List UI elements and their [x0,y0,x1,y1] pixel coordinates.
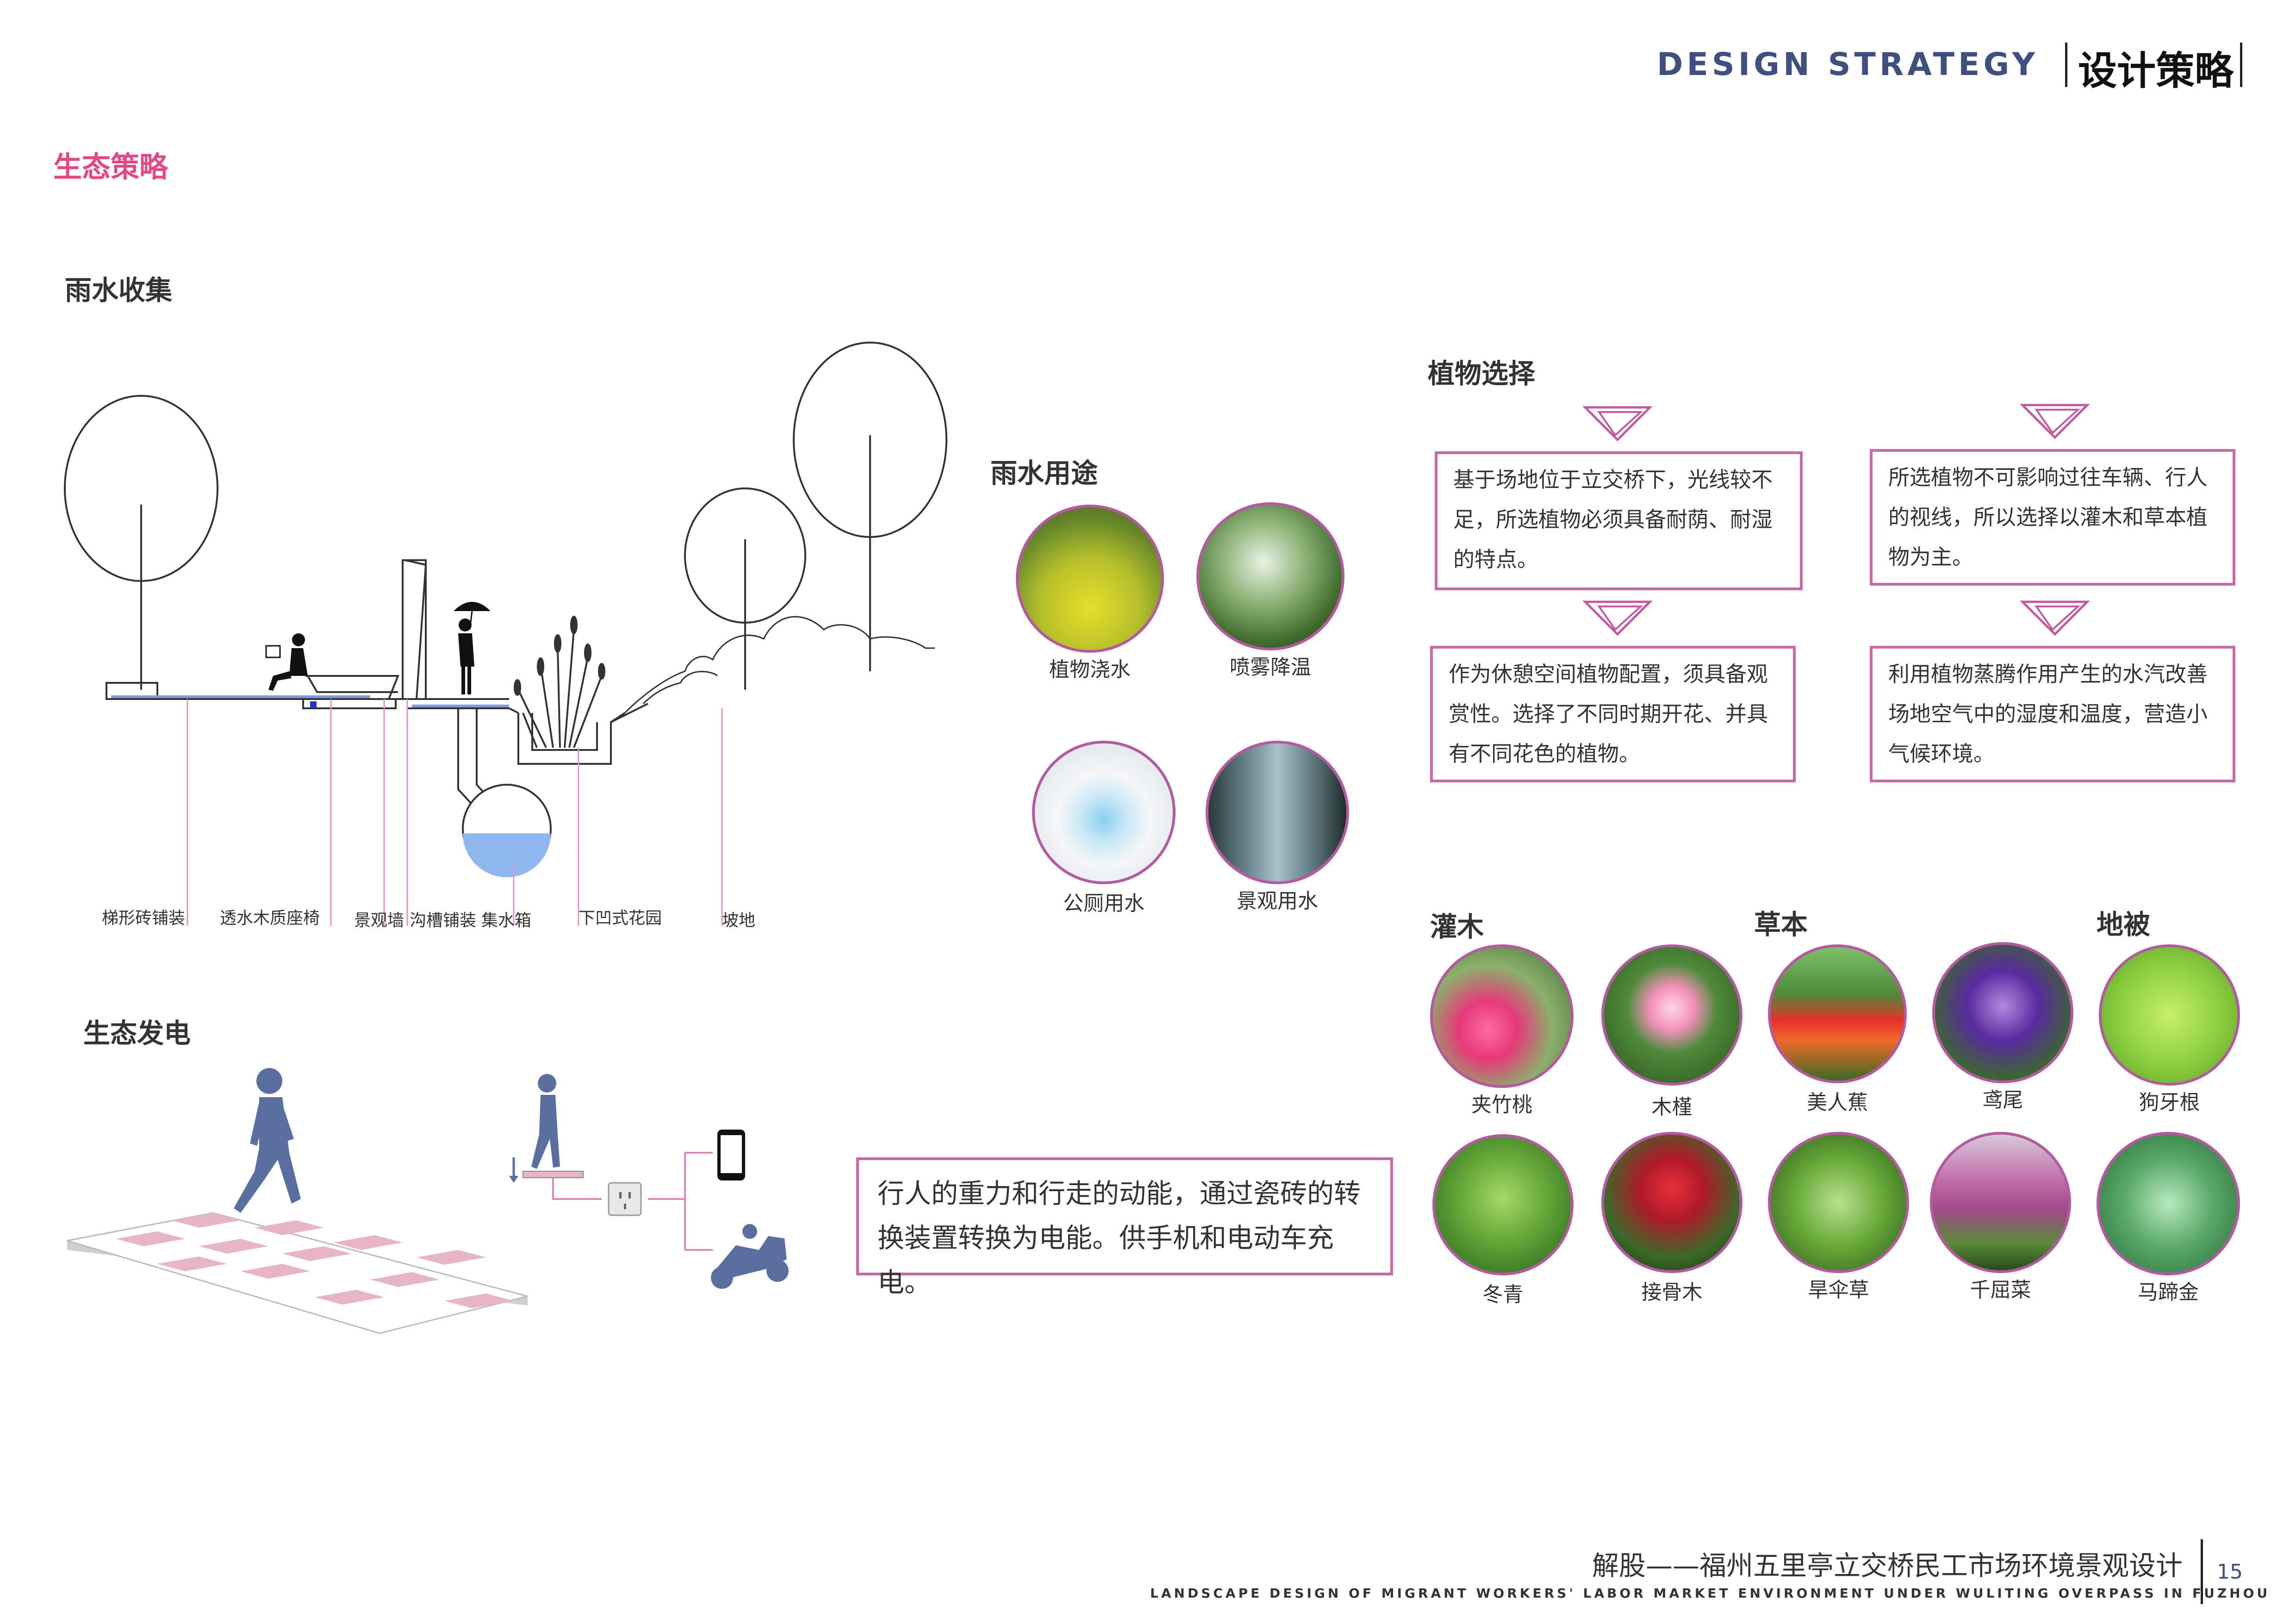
plant-criteria-box-4: 利用植物蒸腾作用产生的水汽改善场地空气中的湿度和温度，营造小气候环境。 [1870,646,2235,782]
plant-label-bermuda-grass: 狗牙根 [2139,1091,2200,1114]
eco-power-title: 生态发电 [83,1018,191,1049]
plant-label-dichondra: 马蹄金 [2138,1280,2199,1304]
rain-use-label-watering: 植物浇水 [1049,658,1131,681]
sprinkler-photo [1196,502,1344,650]
label-wood-seat: 透水木质座椅 [220,909,320,928]
plant-label-elder: 接骨木 [1641,1280,1703,1304]
plant-criteria-box-3: 作为休憩空间植物配置，须具备观赏性。选择了不同时期开花、并具有不同花色的植物。 [1430,646,1796,782]
tree-left [64,395,218,690]
callout-lines [187,699,723,926]
triangle-icon [1583,406,1652,442]
phone-icon [717,1130,745,1181]
rain-use-title: 雨水用途 [990,457,1098,489]
plant-label-holly: 冬青 [1482,1283,1524,1306]
header-divider-right [2240,43,2242,87]
header-divider [2065,43,2067,87]
page-number: 15 [2217,1560,2243,1584]
bermuda-grass-photo [2099,944,2240,1086]
iris-photo [1932,942,2073,1083]
plant-label-iris: 鸢尾 [1982,1088,2023,1112]
category-herb: 草本 [1754,909,1808,940]
holly-photo [1432,1134,1574,1275]
checker-floor [67,1212,528,1334]
scooter-icon [711,1224,789,1289]
plant-label-canna: 美人蕉 [1807,1091,1868,1114]
reed-plants [514,616,605,748]
label-water-tank: 集水箱 [481,911,531,930]
triangle-icon [2020,404,2090,439]
tree-right-small [684,487,806,690]
power-tile-diagram [67,1068,789,1334]
power-socket-icon [608,1182,642,1216]
rain-use-label-mist: 喷雾降温 [1230,656,1311,679]
stepping-person [531,1074,560,1169]
triangle-icon [2020,600,2090,636]
pressure-tile [523,1171,584,1178]
plant-label-umbrella-sedge: 旱伞草 [1808,1278,1869,1302]
plant-criteria-box-2: 所选植物不可影响过往车辆、行人的视线，所以选择以灌木和草本植物为主。 [1870,449,2235,586]
tree-right-large [793,342,947,671]
loosestrife-photo [1930,1132,2071,1273]
canna-photo [1768,944,1907,1083]
label-slope: 坡地 [722,911,755,930]
person-sitting [265,633,308,691]
person-umbrella [454,602,491,694]
footer-title-en: LANDSCAPE DESIGN OF MIGRANT WORKERS' LAB… [1150,1586,2271,1601]
header-title-en: DESIGN STRATEGY [1657,46,2039,83]
watering-photo [1016,505,1164,653]
label-groove-paving: 沟槽铺装 [410,911,476,930]
waterfall-photo [1206,741,1349,884]
footer-divider [2201,1539,2203,1604]
plant-label-loosestrife: 千屈菜 [1970,1278,2031,1302]
label-trapezoid-paving: 梯形砖铺装 [102,909,185,928]
hibiscus-photo [1601,944,1742,1086]
header-title-cn: 设计策略 [2078,48,2234,94]
section-title: 生态策略 [53,150,168,184]
dichondra-photo [2097,1132,2240,1275]
footer-title-cn: 解股——福州五里亭立交桥民工市场环境景观设计 [1592,1550,2183,1581]
category-shrub: 灌木 [1430,911,1484,943]
eco-power-description: 行人的重力和行走的动能，通过瓷砖的转换装置转换为电能。供手机和电动车充电。 [856,1157,1393,1298]
plant-label-hibiscus: 木槿 [1651,1095,1692,1119]
label-landscape-wall: 景观墙 [354,911,404,930]
elder-photo [1601,1132,1742,1273]
ground-line [106,559,648,820]
rain-collection-title: 雨水收集 [65,275,173,306]
triangle-icon [1583,600,1652,636]
toilet-photo [1032,741,1176,884]
label-sunken-garden: 下凹式花园 [579,909,662,928]
rain-section-diagram: 梯形砖铺装 透水木质座椅 景观墙 沟槽铺装 集水箱 下凹式花园 坡地 [64,342,947,930]
plant-label-oleander: 夹竹桃 [1471,1093,1532,1117]
walking-person [234,1068,301,1213]
plant-criteria-box-1: 基于场地位于立交桥下，光线较不足，所选植物必须具备耐荫、耐湿的特点。 [1435,451,1803,590]
category-ground-cover: 地被 [2097,909,2151,940]
slope-shrubs [624,616,935,714]
rain-use-label-toilet: 公厕用水 [1063,892,1145,915]
water-tank [462,784,552,877]
umbrella-sedge-photo [1768,1132,1909,1273]
plant-choice-title: 植物选择 [1428,358,1536,389]
rain-use-label-landscape-water: 景观用水 [1237,889,1318,913]
oleander-photo [1430,944,1574,1088]
